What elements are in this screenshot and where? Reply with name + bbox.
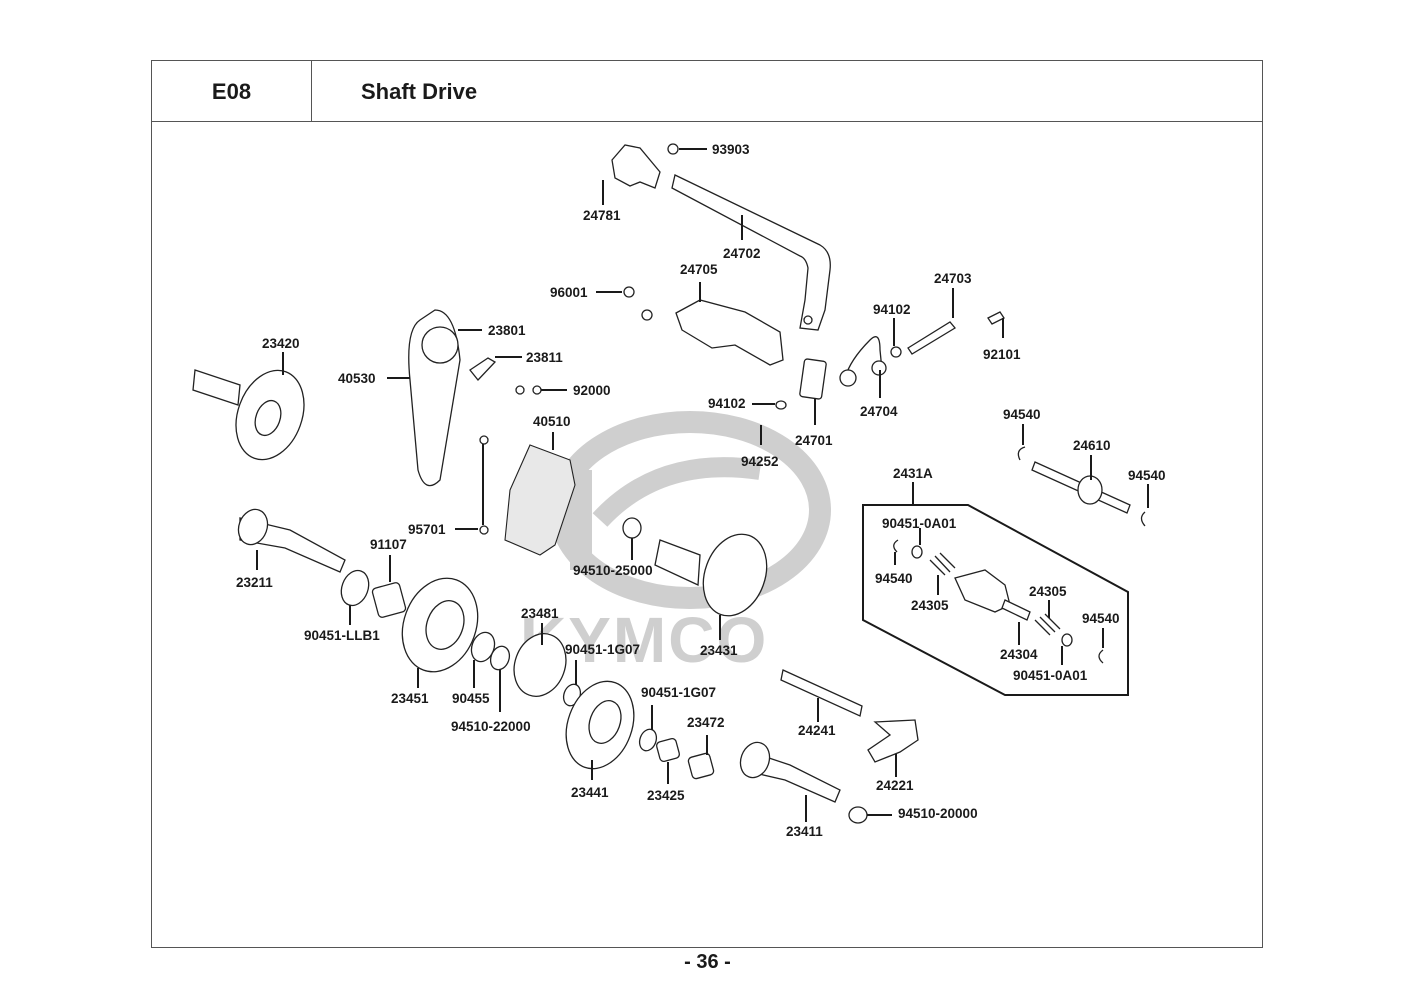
part-23441-drawing [565, 680, 715, 784]
assembly-2431A-box [862, 482, 1129, 696]
part-23451-drawing [401, 577, 582, 712]
label-96001: 96001 [550, 285, 588, 300]
part-24610-drawing [1017, 424, 1149, 527]
part-24705-drawing [596, 282, 784, 366]
label-90451-0A01-b: 90451-0A01 [1013, 668, 1088, 683]
label-23411: 23411 [786, 824, 823, 839]
label-23211: 23211 [236, 575, 273, 590]
label-23420: 23420 [262, 336, 300, 351]
diagram-frame [151, 121, 1263, 948]
label-93903: 93903 [712, 142, 750, 157]
label-23811: 23811 [526, 350, 563, 365]
part-24701-drawing [752, 358, 827, 445]
section-header: E08 Shaft Drive [151, 60, 1263, 122]
part-24704-drawing [839, 288, 1005, 398]
label-23801: 23801 [488, 323, 526, 338]
label-23451: 23451 [391, 691, 429, 706]
label-91107: 91107 [370, 537, 407, 552]
label-23472: 23472 [687, 715, 725, 730]
label-90451-1G07-b: 90451-1G07 [641, 685, 716, 700]
label-94540-d: 94540 [1082, 611, 1120, 626]
label-94510-22000: 94510-22000 [451, 719, 531, 734]
label-94540-c: 94540 [875, 571, 913, 586]
part-23211-drawing [237, 508, 407, 625]
watermark-k-arm [592, 457, 762, 527]
label-2431A: 2431A [893, 466, 933, 481]
section-code: E08 [152, 61, 312, 122]
part-24781-drawing [602, 143, 707, 205]
label-23441: 23441 [571, 785, 609, 800]
label-24701: 24701 [795, 433, 833, 448]
part-40510-drawing [455, 432, 576, 556]
label-92000: 92000 [573, 383, 611, 398]
label-94102-a: 94102 [873, 302, 911, 317]
page-number: - 36 - [684, 951, 731, 973]
label-24702: 24702 [723, 246, 761, 261]
label-24305-a: 24305 [911, 598, 949, 613]
label-90451-0A01-a: 90451-0A01 [882, 516, 957, 531]
label-92101: 92101 [983, 347, 1021, 362]
part-23420-drawing [192, 352, 305, 461]
part-40530-drawing [387, 309, 567, 487]
watermark-k-stem [570, 470, 592, 570]
label-94540-a: 94540 [1003, 407, 1041, 422]
label-24304: 24304 [1000, 647, 1038, 662]
label-94102-b: 94102 [708, 396, 746, 411]
label-24704: 24704 [860, 404, 898, 419]
label-94540-b: 94540 [1128, 468, 1166, 483]
label-24241: 24241 [798, 723, 836, 738]
part-24702-drawing [671, 174, 831, 331]
label-23425: 23425 [647, 788, 685, 803]
label-23481: 23481 [521, 606, 559, 621]
label-24703: 24703 [934, 271, 972, 286]
label-40530: 40530 [338, 371, 376, 386]
label-94510-20000: 94510-20000 [898, 806, 978, 821]
label-90451-LLB1: 90451-LLB1 [304, 628, 380, 643]
label-23431: 23431 [700, 643, 738, 658]
label-40510: 40510 [533, 414, 571, 429]
part-24221-drawing [739, 669, 919, 824]
label-24610: 24610 [1073, 438, 1111, 453]
label-24221: 24221 [876, 778, 914, 793]
label-90455: 90455 [452, 691, 490, 706]
section-title: Shaft Drive [361, 78, 478, 104]
label-95701: 95701 [408, 522, 446, 537]
label-24781: 24781 [583, 208, 621, 223]
label-90451-1G07-a: 90451-1G07 [565, 642, 640, 657]
label-94252: 94252 [741, 454, 779, 469]
part-23431-drawing [622, 517, 768, 640]
label-24305-b: 24305 [1029, 584, 1067, 599]
label-24705: 24705 [680, 262, 718, 277]
label-94510-25000: 94510-25000 [573, 563, 653, 578]
